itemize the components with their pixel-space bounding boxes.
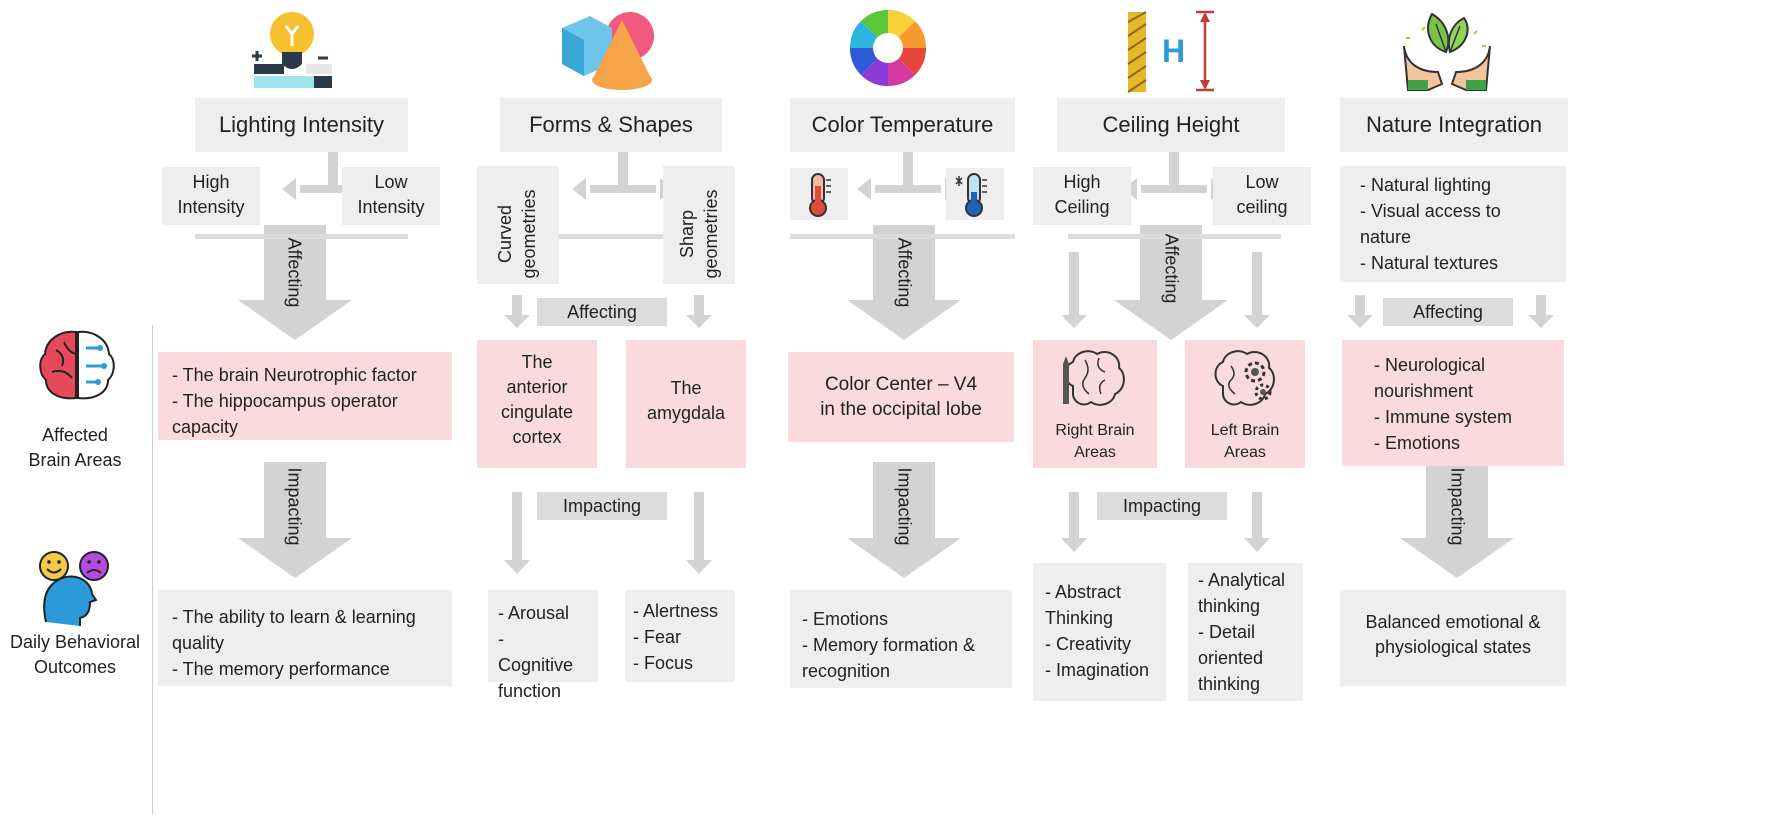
verb-impacting: Impacting	[1447, 467, 1468, 546]
verb-impacting: Impacting	[894, 467, 915, 546]
nature-features-box: - Natural lighting - Visual access to na…	[1340, 166, 1566, 282]
svg-text:H: H	[1162, 33, 1185, 69]
small-arrow	[504, 492, 530, 574]
fork-arrow-2	[572, 150, 674, 200]
title-forms-shapes: Forms & Shapes	[500, 98, 722, 152]
affecting-arrow-1	[238, 225, 352, 340]
brain-area-box-amygdala: The amygdala	[626, 340, 746, 468]
brain-gears-icon	[1214, 350, 1275, 406]
small-arrow	[686, 492, 712, 574]
small-arrow	[686, 295, 712, 328]
brain-area-box-right: Right Brain Areas	[1033, 340, 1157, 468]
outcome-box-arousal: - Arousal - Cognitive function	[488, 590, 598, 701]
divider-bar	[480, 234, 725, 239]
title-color-temperature: Color Temperature	[790, 98, 1015, 152]
brain-area-box-left: Left Brain Areas	[1185, 340, 1305, 468]
verb-affecting: Affecting	[537, 298, 667, 326]
cold-thermometer-icon	[946, 168, 1004, 220]
nature-hands-icon	[1398, 6, 1496, 92]
affecting-arrow-4	[1114, 225, 1228, 340]
brain-sketch-icon	[1063, 350, 1125, 406]
ceiling-height-icon: H	[1126, 8, 1218, 94]
outcome-box-analytical: - Analytical thinking - Detail oriented …	[1188, 563, 1303, 701]
verb-affecting: Affecting	[284, 237, 305, 308]
option-low-ceiling: Low ceiling	[1213, 167, 1311, 225]
fork-arrow-4	[1123, 150, 1225, 200]
small-arrow	[1528, 295, 1554, 328]
outcome-box-alertness: - Alertness - Fear - Focus	[625, 590, 735, 682]
outcome-box: - Emotions - Memory formation & recognit…	[790, 590, 1012, 688]
right-brain-areas-label: Right Brain Areas	[1055, 422, 1135, 461]
option-curved-geometries: Curved geometries	[477, 166, 559, 284]
small-arrow	[1061, 252, 1087, 328]
brain-area-box: - Neurological nourishment - Immune syst…	[1342, 340, 1564, 466]
left-divider-line	[152, 325, 153, 815]
small-arrow	[504, 295, 530, 328]
verb-impacting: Impacting	[1097, 492, 1227, 520]
option-sharp-geometries: Sharp geometries	[663, 166, 735, 284]
brain-area-box: Color Center – V4 in the occipital lobe	[788, 352, 1014, 442]
verb-affecting: Affecting	[1161, 233, 1182, 304]
small-arrow	[1244, 492, 1270, 552]
warm-thermometer-icon	[790, 168, 848, 220]
outcome-box: Balanced emotional & physiological state…	[1340, 590, 1566, 686]
divider-bar	[790, 234, 1015, 239]
brain-area-box-acc: The anterior cingulate cortex	[477, 340, 597, 468]
color-wheel-icon	[848, 8, 928, 88]
verb-impacting: Impacting	[284, 467, 305, 546]
verb-affecting: Affecting	[894, 237, 915, 308]
outcome-box: - The ability to learn & learning qualit…	[158, 590, 452, 686]
verb-affecting: Affecting	[1383, 298, 1513, 326]
brain-area-box: - The brain Neurotrophic factor - The hi…	[158, 352, 452, 440]
divider-bar	[195, 234, 408, 239]
impacting-arrow-5	[1400, 462, 1514, 578]
title-lighting-intensity: Lighting Intensity	[195, 98, 408, 152]
impacting-arrow-3	[847, 462, 961, 578]
verb-impacting: Impacting	[537, 492, 667, 520]
divider-bar	[1068, 234, 1281, 239]
emotions-head-icon	[32, 548, 120, 628]
small-arrow	[1061, 492, 1087, 552]
fork-arrow-3	[857, 150, 959, 200]
light-bulb-icon	[250, 8, 336, 92]
impacting-arrow-1	[238, 462, 352, 578]
shapes-icon	[552, 8, 668, 94]
affected-brain-areas-label: Affected Brain Areas	[28, 425, 122, 470]
small-arrow	[1347, 295, 1373, 328]
option-low-intensity: Low Intensity	[342, 167, 440, 225]
small-arrow	[1244, 252, 1270, 328]
left-brain-areas-label: Left Brain Areas	[1210, 422, 1280, 461]
title-ceiling-height: Ceiling Height	[1057, 98, 1285, 152]
title-nature-integration: Nature Integration	[1340, 98, 1568, 152]
option-high-intensity: High Intensity	[162, 167, 260, 225]
option-high-ceiling: High Ceiling	[1033, 167, 1131, 225]
affecting-arrow-3	[847, 225, 961, 340]
brain-icon	[36, 326, 118, 406]
outcome-box-abstract: - Abstract Thinking - Creativity - Imagi…	[1033, 563, 1166, 701]
daily-behavioral-outcomes-label: Daily Behavioral Outcomes	[9, 632, 141, 677]
